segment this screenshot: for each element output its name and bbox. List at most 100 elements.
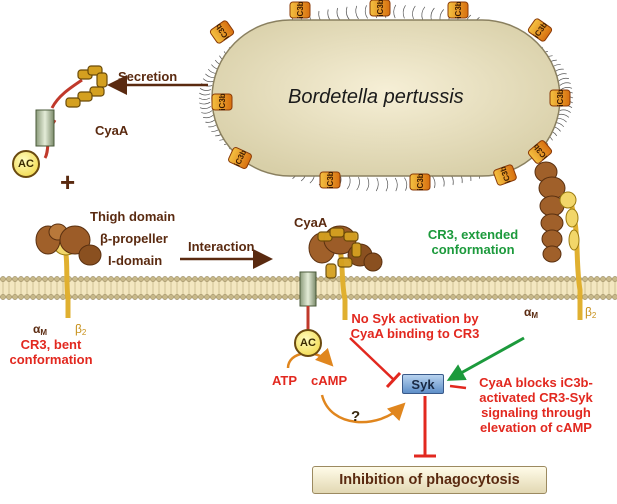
lipid-head <box>234 294 240 300</box>
lipid-head <box>228 294 234 300</box>
pilus <box>366 177 370 191</box>
pilus <box>402 5 406 19</box>
pilus <box>404 177 408 191</box>
lipid-head <box>348 294 354 300</box>
lipid-head <box>408 294 414 300</box>
lipid-head <box>486 276 492 282</box>
lipid-head <box>102 276 108 282</box>
lipid-head <box>432 276 438 282</box>
lipid-head <box>570 276 576 282</box>
lipid-head <box>96 294 102 300</box>
ic3b-tag: iC3b <box>209 20 235 44</box>
lipid-head <box>246 294 252 300</box>
lipid-head <box>612 276 617 282</box>
ic3b-tag: iC3b <box>409 173 431 191</box>
lipid-head <box>288 276 294 282</box>
lipid-head <box>612 294 617 300</box>
lipid-head <box>252 276 258 282</box>
lipid-head <box>414 294 420 300</box>
lipid-head <box>198 276 204 282</box>
ic3b-tag: iC3b <box>319 171 341 189</box>
lipid-head <box>162 276 168 282</box>
beta-propeller-label: β-propeller <box>100 231 168 246</box>
lipid-head <box>372 276 378 282</box>
lipid-head <box>84 276 90 282</box>
pilus <box>385 177 389 192</box>
lipid-head <box>600 294 606 300</box>
lipid-head <box>240 294 246 300</box>
lipid-head <box>222 276 228 282</box>
lipid-head <box>192 276 198 282</box>
lipid-head <box>396 276 402 282</box>
lipid-head <box>390 276 396 282</box>
lipid-head <box>72 276 78 282</box>
cyaa-secreted-protein <box>35 65 108 159</box>
lipid-head <box>588 276 594 282</box>
lipid-head <box>366 294 372 300</box>
ic3b-tag-label: iC3b <box>416 173 425 190</box>
lipid-head <box>186 294 192 300</box>
ic3b-tag: iC3b <box>211 93 233 111</box>
ic3b-tag: iC3b <box>289 1 311 19</box>
lipid-head <box>246 276 252 282</box>
lipid-head <box>6 276 12 282</box>
lipid-head <box>12 276 18 282</box>
ic3b-tag: iC3b <box>527 140 553 164</box>
lipid-head <box>270 276 276 282</box>
lipid-head <box>36 294 42 300</box>
cyaa-blocks-label: CyaA blocks iC3b-activated CR3-Syk signa… <box>479 375 593 435</box>
lipid-head <box>144 294 150 300</box>
question-mark: ? <box>351 408 361 425</box>
lipid-head <box>294 294 300 300</box>
lipid-head <box>492 294 498 300</box>
lipid-head <box>474 276 480 282</box>
ic3b-tag: iC3b <box>549 89 571 107</box>
pilus <box>199 88 212 91</box>
lipid-head <box>378 294 384 300</box>
plus-sign: + <box>60 167 76 197</box>
lipid-head <box>378 276 384 282</box>
lipid-head <box>210 276 216 282</box>
ic3b-tag-label: iC3b <box>556 89 565 106</box>
pilus <box>203 114 215 119</box>
ic3b-tag: iC3b <box>493 164 517 186</box>
pilus <box>199 106 212 109</box>
lipid-head <box>570 294 576 300</box>
lipid-head <box>132 294 138 300</box>
lipid-head <box>330 294 336 300</box>
atp-label: ATP <box>272 373 298 388</box>
lipid-head <box>444 276 450 282</box>
lipid-head <box>402 294 408 300</box>
pilus <box>431 175 436 189</box>
lipid-head <box>156 276 162 282</box>
lipid-head <box>426 276 432 282</box>
lipid-head <box>402 276 408 282</box>
lipid-head <box>354 294 360 300</box>
pilus <box>345 6 350 20</box>
pilus <box>375 177 379 192</box>
lipid-head <box>0 294 6 300</box>
pilus <box>355 5 359 20</box>
lipid-head <box>456 294 462 300</box>
lipid-head <box>30 294 36 300</box>
lipid-head <box>108 294 114 300</box>
lipid-head <box>114 294 120 300</box>
lipid-head <box>108 276 114 282</box>
lipid-head <box>144 276 150 282</box>
lipid-head <box>444 294 450 300</box>
lipid-head <box>18 294 24 300</box>
lipid-head <box>138 276 144 282</box>
lipid-head <box>234 276 240 282</box>
lipid-head <box>480 276 486 282</box>
pilus <box>198 97 211 100</box>
interaction-label: Interaction <box>188 239 255 254</box>
lipid-head <box>450 276 456 282</box>
lipid-head <box>174 294 180 300</box>
lipid-head <box>564 294 570 300</box>
lipid-head <box>468 276 474 282</box>
cr3-bent-label: CR3, bent conformation <box>9 337 93 367</box>
lipid-head <box>216 294 222 300</box>
lipid-head <box>468 294 474 300</box>
lipid-head <box>204 276 210 282</box>
